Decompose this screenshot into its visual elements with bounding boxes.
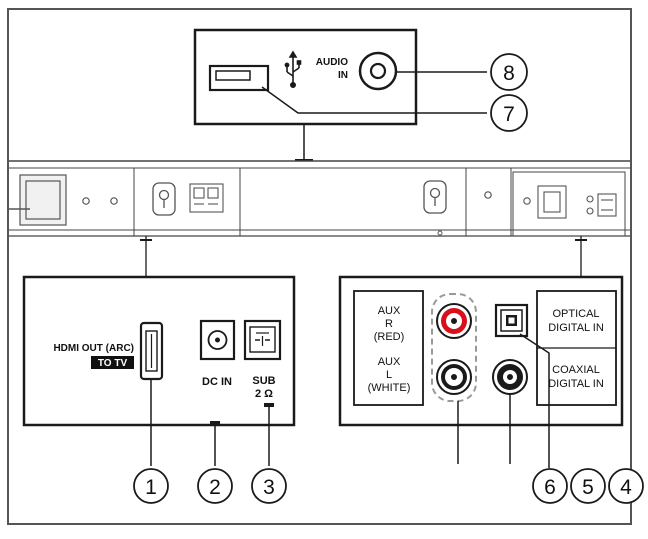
dc-in-label: DC IN [202, 376, 232, 388]
callout-7: 7 [490, 94, 528, 132]
optical-port [494, 303, 529, 338]
callout-3-label: 3 [263, 476, 275, 499]
sub-ohm-label: 2 Ω [255, 388, 273, 400]
aux-r-label: AUX [378, 305, 401, 317]
callout-5: 5 [570, 468, 606, 504]
right-connector-panel: AUX R (RED) AUX L (WHITE) [338, 275, 624, 427]
callout-2-label: 2 [209, 476, 221, 499]
aux-r-jack [436, 303, 472, 339]
audio-in-label-2: IN [338, 70, 348, 81]
hdmi-port [139, 321, 164, 381]
coaxial-jack [492, 359, 528, 395]
keyhole-center [423, 180, 447, 214]
aux-l-label-2: L [386, 369, 392, 381]
left-end-recess [9, 174, 118, 226]
optical-label-2: DIGITAL IN [548, 322, 604, 334]
screw-center [437, 230, 443, 236]
callout-2: 2 [197, 468, 233, 504]
audio-in-label: AUDIO [316, 57, 348, 68]
callout-6: 6 [532, 468, 568, 504]
callout-1: 1 [133, 468, 169, 504]
hdmi-out-label: HDMI OUT (ARC) [53, 343, 134, 354]
audio-in-jack [358, 51, 398, 91]
aux-l-label: AUX [378, 356, 401, 368]
dc-in-port [199, 319, 236, 361]
to-tv-label: TO TV [98, 358, 128, 369]
callout-7-label: 7 [503, 103, 515, 126]
callout-4-label: 4 [620, 476, 632, 499]
callout-4: 4 [608, 468, 644, 504]
callout-8-label: 8 [503, 62, 515, 85]
callout-8: 8 [490, 53, 528, 91]
outer-frame [7, 8, 632, 525]
keyhole-left [152, 182, 176, 216]
to-tv-badge [91, 356, 134, 369]
callout-5-label: 5 [582, 476, 594, 499]
aux-dashed-group [431, 293, 477, 402]
optical-label: OPTICAL [552, 308, 599, 320]
coaxial-label-2: DIGITAL IN [548, 378, 604, 390]
aux-l-label-3: (WHITE) [368, 382, 411, 394]
top-connector-panel: AUDIO IN [193, 28, 418, 126]
usb-icon [284, 50, 302, 89]
screw-right [484, 191, 492, 199]
callout-3: 3 [251, 468, 287, 504]
left-connector-panel: HDMI OUT (ARC) TO TV DC IN SUB 2 Ω [22, 275, 296, 427]
usb-port [208, 64, 270, 92]
sub-port [243, 319, 282, 361]
right-end-recess [512, 171, 626, 237]
aux-l-jack [436, 359, 472, 395]
aux-r-label-2: R [385, 318, 393, 330]
small-port-block [189, 183, 224, 213]
callout-6-label: 6 [544, 476, 556, 499]
aux-r-label-3: (RED) [374, 331, 405, 343]
callout-1-label: 1 [145, 476, 157, 499]
coaxial-label: COAXIAL [552, 364, 600, 376]
sub-label: SUB [252, 375, 275, 387]
